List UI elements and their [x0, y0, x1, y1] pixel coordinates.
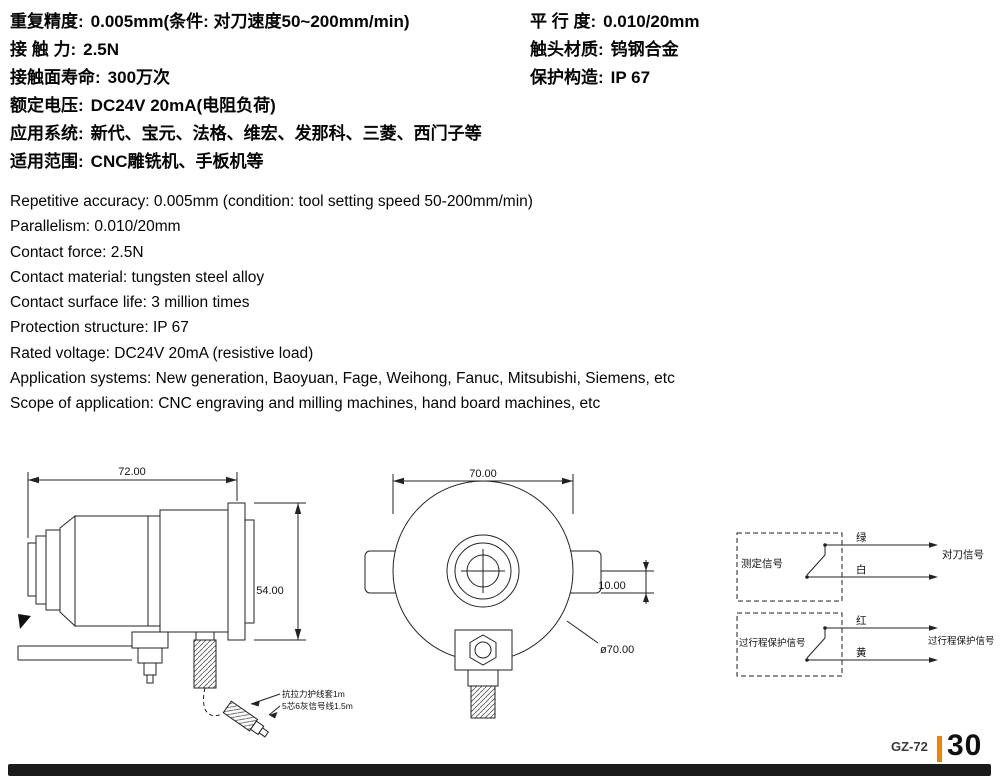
spec-en-row: Application systems: New generation, Bao…: [10, 370, 675, 388]
spec-en-row: Protection structure: IP 67: [10, 319, 189, 337]
spec-value: 0.005mm(条件: 对刀速度50~200mm/min): [90, 12, 410, 31]
spec-row: 接触面寿命: 300万次: [10, 64, 482, 92]
white-wire-label: 白: [856, 563, 867, 576]
spec-label: 适用范围:: [10, 152, 84, 171]
footer-model-code: GZ-72: [891, 739, 928, 754]
footer-page-number: 30: [947, 729, 983, 762]
spec-label: 应用系统:: [10, 124, 84, 143]
spec-en-row: Repetitive accuracy: 0.005mm (condition:…: [10, 193, 533, 210]
tool-setting-signal-label: 对刀信号: [942, 548, 984, 561]
spec-row: 触头材质: 钨钢合金: [530, 36, 700, 64]
spec-en-row: Parallelism: 0.010/20mm: [10, 218, 181, 236]
spec-value: 300万次: [107, 68, 171, 87]
spec-en-row: Contact material: tungsten steel alloy: [10, 268, 265, 286]
front-width-dim-label: 70.00: [469, 468, 497, 480]
spec-label: 平 行 度:: [530, 12, 597, 31]
spec-label: 重复精度:: [10, 12, 84, 31]
spec-label: 额定电压:: [10, 96, 84, 115]
spec-value: 0.010/20mm: [603, 12, 700, 31]
specs-cn-right: 平 行 度: 0.010/20mm 触头材质: 钨钢合金 保护构造: IP 67: [530, 8, 700, 92]
front-view-drawing: 70.00 10.00 ø70.00: [364, 468, 654, 719]
red-wire-label: 红: [856, 614, 867, 627]
spec-en-row: Rated voltage: DC24V 20mA (resistive loa…: [10, 344, 314, 362]
spec-value: 新代、宝元、法格、维宏、发那科、三菱、西门子等: [90, 124, 482, 143]
spec-value: IP 67: [610, 68, 651, 87]
specs-cn-left: 重复精度: 0.005mm(条件: 对刀速度50~200mm/min) 接 触 力…: [10, 8, 482, 176]
spec-label: 接触面寿命:: [10, 68, 101, 87]
spec-row: 重复精度: 0.005mm(条件: 对刀速度50~200mm/min): [10, 8, 482, 36]
overtravel-signal-label: 过行程保护信号: [739, 637, 806, 649]
spec-row: 保护构造: IP 67: [530, 64, 700, 92]
spec-row: 适用范围: CNC雕铣机、手板机等: [10, 148, 482, 176]
side-width-dim-label: 72.00: [118, 466, 146, 478]
wiring-diagram: 测定信号 绿 白 对刀信号 过行程保护信号 红 黄 过行程保护信号: [736, 531, 995, 677]
wiring-geometry: [736, 532, 938, 677]
front-diameter-dim-label: ø70.00: [600, 644, 634, 656]
yellow-wire-label: 黄: [856, 646, 867, 659]
overtravel-output-label: 过行程保护信号: [928, 635, 995, 647]
front-view-geometry: [364, 474, 654, 719]
side-view-geometry: [17, 472, 306, 738]
spec-label: 触头材质:: [530, 40, 604, 59]
footer-accent-bar: [937, 736, 942, 762]
spec-en-row: Scope of application: CNC engraving and …: [10, 395, 601, 413]
side-view-drawing: 72.00 54.00 抗拉力护线套1m 5芯6灰信号线1.5m: [17, 466, 353, 738]
spec-value: DC24V 20mA(电阻负荷): [90, 96, 276, 115]
spec-value: CNC雕铣机、手板机等: [90, 152, 264, 171]
measure-signal-label: 测定信号: [741, 557, 783, 570]
spec-en-row: Contact force: 2.5N: [10, 243, 144, 261]
spec-label: 保护构造:: [530, 68, 604, 87]
spec-value: 2.5N: [83, 40, 120, 59]
front-offset-dim-label: 10.00: [598, 580, 626, 592]
spec-row: 平 行 度: 0.010/20mm: [530, 8, 700, 36]
specs-en-list: Repetitive accuracy: 0.005mm (condition:…: [10, 189, 675, 417]
spec-value: 钨钢合金: [610, 40, 679, 59]
spec-row: 应用系统: 新代、宝元、法格、维宏、发那科、三菱、西门子等: [10, 120, 482, 148]
cable-note-line1: 抗拉力护线套1m: [282, 689, 345, 699]
cable-note-line2: 5芯6灰信号线1.5m: [282, 701, 353, 711]
spec-row: 接 触 力: 2.5N: [10, 36, 482, 64]
footer-bottom-bar: [8, 764, 991, 776]
spec-row: 额定电压: DC24V 20mA(电阻负荷): [10, 92, 482, 120]
green-wire-label: 绿: [856, 531, 867, 544]
spec-en-row: Contact surface life: 3 million times: [10, 294, 250, 312]
side-height-dim-label: 54.00: [256, 585, 284, 597]
spec-label: 接 触 力:: [10, 40, 77, 59]
